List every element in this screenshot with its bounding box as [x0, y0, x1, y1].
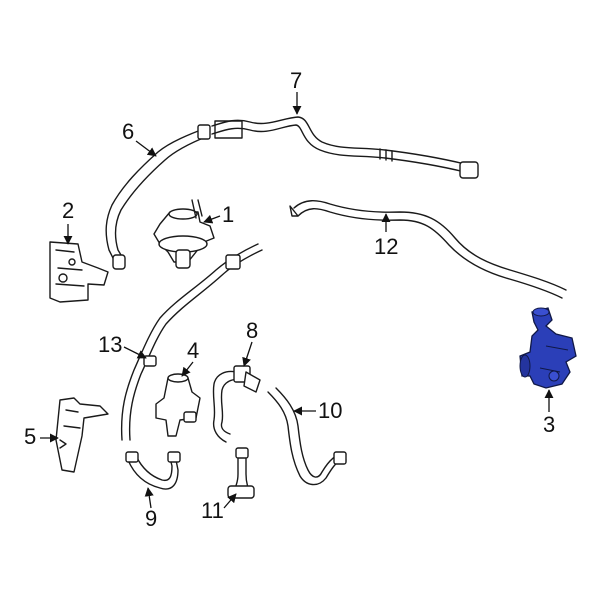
callout-2: 2	[62, 198, 74, 245]
part-4-valve[interactable]	[155, 373, 201, 437]
part-5-bracket[interactable]	[55, 397, 109, 473]
callout-12: 12	[374, 213, 398, 259]
svg-text:13: 13	[98, 332, 122, 357]
svg-text:2: 2	[62, 198, 74, 223]
part-9-hose[interactable]	[125, 451, 181, 490]
svg-text:3: 3	[543, 412, 555, 437]
callout-10: 10	[293, 398, 342, 423]
callout-7: 7	[290, 68, 302, 115]
part-13-hose[interactable]	[120, 243, 263, 441]
part-8-hose[interactable]	[212, 365, 261, 443]
part-11-hose[interactable]	[227, 447, 255, 499]
callout-3: 3	[543, 389, 555, 437]
callout-6: 6	[122, 119, 157, 157]
callout-5: 5	[24, 424, 59, 449]
part-3-pump[interactable]	[519, 307, 577, 389]
svg-text:5: 5	[24, 424, 36, 449]
svg-text:6: 6	[122, 119, 134, 144]
svg-text:10: 10	[318, 398, 342, 423]
svg-text:11: 11	[201, 498, 224, 523]
part-7-hose[interactable]	[211, 116, 479, 179]
callout-11: 11	[201, 493, 237, 523]
part-6-hose[interactable]	[105, 124, 211, 270]
svg-text:8: 8	[246, 318, 258, 343]
svg-text:12: 12	[374, 234, 398, 259]
callout-13: 13	[98, 332, 147, 359]
callout-4: 4	[181, 338, 199, 377]
callout-8: 8	[242, 318, 258, 367]
part-1-valve[interactable]	[153, 199, 215, 269]
svg-text:9: 9	[145, 506, 157, 531]
part-2-bracket[interactable]	[49, 241, 109, 303]
part-12-hose[interactable]	[289, 200, 567, 299]
svg-text:1: 1	[222, 202, 234, 227]
callout-1: 1	[203, 202, 234, 227]
callout-9: 9	[144, 487, 157, 531]
svg-text:4: 4	[187, 338, 199, 363]
svg-text:7: 7	[290, 68, 302, 93]
